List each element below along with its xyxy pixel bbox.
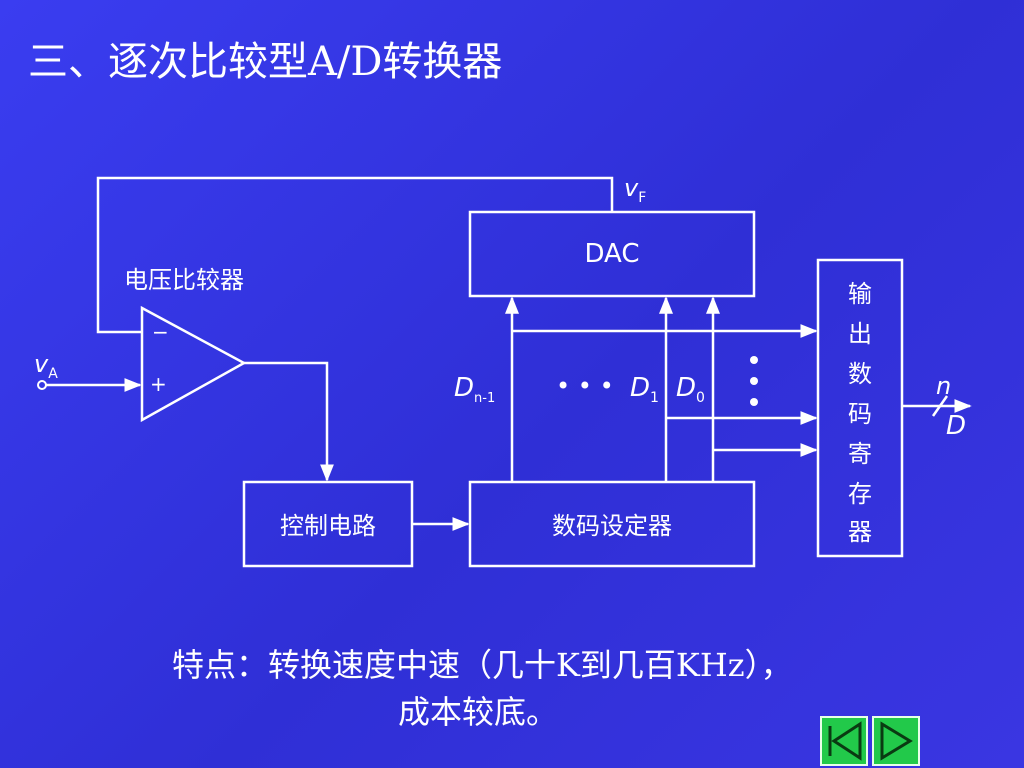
- caption-line-1: 特点：转换速度中速（几十K到几百KHz），: [172, 646, 793, 684]
- input-terminal: [37, 380, 47, 390]
- register-char: 存: [848, 480, 872, 508]
- register-char: 数: [848, 360, 872, 388]
- feedback-label: vF: [624, 174, 646, 206]
- register-block: [816, 258, 904, 558]
- next-slide-button[interactable]: [872, 716, 920, 766]
- comparator-label: 电压比较器: [124, 266, 244, 294]
- setter-block: [468, 480, 756, 568]
- bit-ellipsis: • • •: [556, 372, 614, 400]
- register-char: 器: [848, 518, 872, 546]
- bus-slash: [931, 395, 949, 417]
- bit-0-label: D0: [676, 373, 705, 406]
- previous-slide-button[interactable]: [820, 716, 868, 766]
- register-char: 寄: [848, 440, 872, 468]
- register-char: 输: [848, 280, 872, 308]
- minus-sign: −: [152, 320, 169, 344]
- caption-line-2: 成本较底。: [398, 693, 559, 731]
- input-label: vA: [34, 350, 58, 382]
- comparator-triangle: [140, 305, 247, 423]
- register-char: 出: [848, 320, 872, 348]
- dot: [750, 398, 758, 406]
- dac-block: [468, 210, 756, 298]
- feedback-wire: [96, 176, 614, 334]
- setter-label: 数码设定器: [552, 512, 672, 540]
- register-char: 码: [848, 400, 872, 428]
- next-icon: [880, 721, 913, 761]
- sar-adc-block-diagram: 电压比较器 − + vA vF DAC 控制电路 数码设定器 输 出 数 码 寄…: [34, 174, 972, 568]
- previous-icon: [828, 721, 862, 761]
- bit-1-label: D1: [630, 373, 659, 406]
- plus-sign: +: [150, 372, 167, 396]
- dot: [750, 356, 758, 364]
- bit-high-label: Dn-1: [454, 373, 495, 406]
- dot: [750, 377, 758, 385]
- bus-width-label: n: [936, 372, 951, 400]
- slide-title: 三、逐次比较型A/D转换器: [28, 39, 503, 85]
- control-label: 控制电路: [280, 512, 376, 540]
- dac-label: DAC: [584, 239, 639, 269]
- comparator-output-wire: [244, 361, 334, 482]
- output-label: D: [946, 411, 966, 441]
